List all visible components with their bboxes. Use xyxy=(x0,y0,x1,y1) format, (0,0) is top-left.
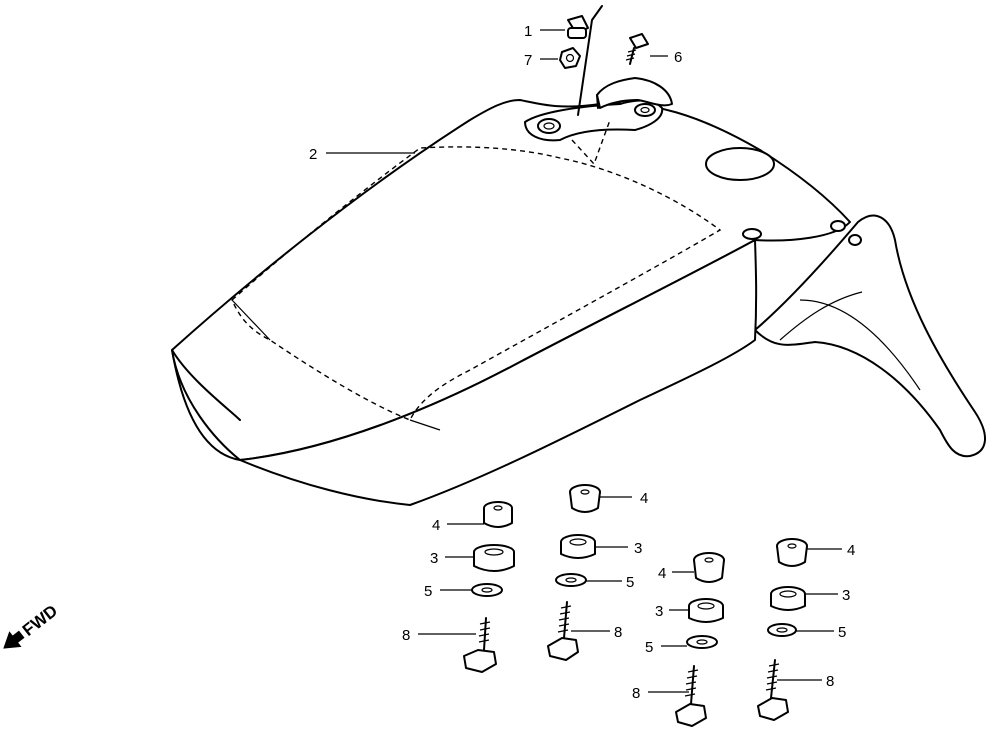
callout-1: 1 xyxy=(524,23,532,40)
callout-4-stack-d: 4 xyxy=(847,542,855,559)
callout-2: 2 xyxy=(309,146,317,163)
callout-5-stack-a: 5 xyxy=(424,583,432,600)
callout-3-stack-a: 3 xyxy=(430,550,438,567)
forward-label: FWD xyxy=(19,601,61,640)
upper-hardware xyxy=(559,5,649,116)
callout-3-stack-c: 3 xyxy=(655,603,663,620)
hardware-stack-d xyxy=(757,538,808,721)
forward-arrow-icon xyxy=(3,630,25,649)
hardware-stack-c xyxy=(675,552,725,727)
callout-5-stack-b: 5 xyxy=(626,574,634,591)
callout-8-stack-d: 8 xyxy=(826,673,834,690)
callout-8-stack-b: 8 xyxy=(614,624,622,641)
callout-5-stack-c: 5 xyxy=(645,639,653,656)
leader-lines xyxy=(326,29,842,693)
callout-3-stack-d: 3 xyxy=(842,587,850,604)
callout-5-stack-d: 5 xyxy=(838,624,846,641)
callouts: 1 7 6 2 4 3 5 8 4 3 5 8 4 3 5 8 4 3 5 8 xyxy=(309,23,855,702)
callout-7: 7 xyxy=(524,52,532,69)
callout-6: 6 xyxy=(674,49,682,66)
hardware-stack-b xyxy=(547,484,601,661)
fender-body xyxy=(171,77,986,506)
callout-3-stack-b: 3 xyxy=(634,540,642,557)
forward-direction-indicator: FWD xyxy=(3,601,61,649)
callout-4-stack-b: 4 xyxy=(640,490,648,507)
callout-8-stack-a: 8 xyxy=(402,627,410,644)
hardware-stack-a xyxy=(463,501,515,673)
callout-4-stack-a: 4 xyxy=(432,517,440,534)
callout-4-stack-c: 4 xyxy=(658,565,666,582)
callout-8-stack-c: 8 xyxy=(632,685,640,702)
